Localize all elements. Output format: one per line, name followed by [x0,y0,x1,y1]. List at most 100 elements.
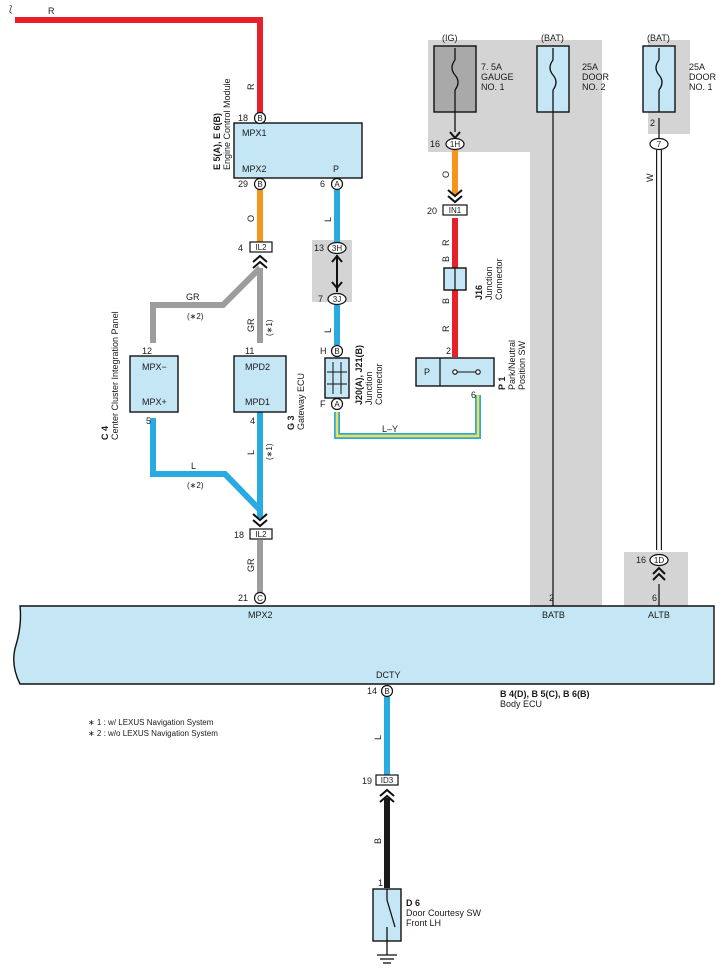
conn-id3-label: ID3 [381,776,394,785]
pin-ecm-18 [253,111,267,125]
fuse-door1-source: (BAT) [647,33,670,43]
label-w: W [645,173,655,182]
cluster-code: C 4 [100,426,110,440]
door-sw-blade [386,899,396,928]
door-sw-line2: Front LH [406,918,441,928]
conn-il2-top [249,241,273,253]
fuse-ig-gauge: (IG) 7. 5A GAUGE NO. 1 [433,33,514,140]
ecm-mpx1: MPX1 [242,128,267,138]
conn-7-label: 7 [657,140,662,149]
chevron-il2-top [252,254,268,269]
cluster-mpxp: MPX+ [142,397,167,407]
body-mpx2: MPX2 [248,610,273,620]
conn-7-pin: 2 [650,118,655,128]
conn-3j-label: 3J [333,295,341,304]
ecm-p: P [333,164,339,174]
ecm-pin18-conn: B [257,114,262,123]
fuse-ig-element [451,59,459,91]
ecm-box [233,122,363,179]
cluster-label: C 4 Center Cluster Integration Panel [100,311,120,440]
pin-j20-bot [330,397,344,411]
label-r-j16-top: R [441,239,451,246]
gateway-name: Gateway ECU [296,373,306,430]
conn-il2-bot [249,528,273,540]
door-sw-pin1: 1 [378,878,383,888]
p1-pin2: 2 [446,346,451,356]
conn-in1-pin: 20 [427,206,437,216]
body-batb: BATB [542,610,565,620]
gateway-box [233,355,287,413]
cluster-name: Center Cluster Integration Panel [110,311,120,440]
p1-p: P [424,367,430,377]
label-l-ecm: L [323,217,333,222]
wire-break: ⟅ [9,4,13,14]
p1-contact-1 [452,369,458,375]
ecm-pin29-conn: B [257,180,262,189]
fuse-ig-rating: 7. 5A [481,62,502,72]
label-r-top: R [48,6,55,16]
pin-ecm-29 [253,177,267,191]
cluster-pin5: 5 [146,416,151,426]
ecm-name: Engine Control Module [222,78,232,170]
conn-il2-top-pin: 4 [238,243,243,253]
pin-body-14 [380,684,394,698]
ecm-pin29-num: 29 [238,179,248,189]
label-o-ig: O [441,171,451,178]
pin-j20-top [330,344,344,358]
gateway-code: G 3 [286,415,296,430]
fuse-door2-name: DOOR [582,72,610,82]
ground-icon [377,954,397,964]
conn-3h [327,241,347,255]
gateway-pin11: 11 [245,346,254,356]
label-l-dcty: L [373,735,383,740]
body-pin14-conn: B [384,687,389,696]
ecm-code: E 5(A), E 6(B) [212,113,222,170]
note-s2-a: (∗2) [187,312,204,321]
body-pin21-num: 21 [238,593,248,603]
fuse-door1-name: DOOR [689,72,717,82]
gateway-mpd2: MPD2 [245,362,270,372]
j20-label: J20(A), J21(B) Junction Connector [354,345,384,405]
conn-id3 [375,774,399,786]
chevron-1d [652,566,666,581]
conn-7 [649,137,669,151]
gateway-label: G 3 Gateway ECU [286,373,306,430]
wire-gr-left [150,265,263,343]
conn-in1-label: IN1 [449,206,462,215]
label-r-ecm: R [246,83,256,90]
legend-note-2: ∗ 2 : w/o LEXUS Navigation System [88,729,218,738]
label-gr-bottom: GR [246,558,256,572]
note-s1-a: (∗1) [265,319,274,336]
conn-3h-pin: 13 [314,243,324,253]
body-pin-altb: 6 [652,593,657,603]
body-pin21-conn: C [257,594,263,603]
fuse-door2-element [549,59,557,91]
gateway-mpd1: MPD1 [245,397,270,407]
conn-1h-pin: 16 [430,139,440,149]
conn-id3-pin: 19 [362,776,372,786]
conn-1h [445,137,465,151]
j20-bot-pin: F [320,399,326,409]
gateway-pin4: 4 [250,416,255,426]
conn-1d-label: 1D [654,556,664,565]
ecm-mpx2: MPX2 [242,164,267,174]
fuse-ig-source: (IG) [442,33,458,43]
j20-code: J20(A), J21(B) [354,345,364,405]
conn-in1 [442,204,468,216]
cluster-mpxm: MPX− [142,362,167,372]
door-sw-line1: Door Courtesy SW [406,908,482,918]
pin-body-21 [253,591,267,605]
label-gr-mpd2: GR [246,318,256,332]
body-altb: ALTB [648,610,670,620]
ecm-pin6-num: 6 [320,179,325,189]
note-s2-b: (∗2) [187,481,204,490]
body-code: B 4(D), B 5(C), B 6(B) [500,689,590,699]
label-b-j16-bot: B [441,298,451,304]
chevron-in1 [447,189,463,204]
body-pin14-num: 14 [367,686,377,696]
j16-line1: Junction [484,266,494,300]
conn-il2-bot-label: IL2 [255,530,267,539]
conn-il2-bot-pin: 18 [234,530,244,540]
conn-1h-label: 1H [450,140,460,149]
